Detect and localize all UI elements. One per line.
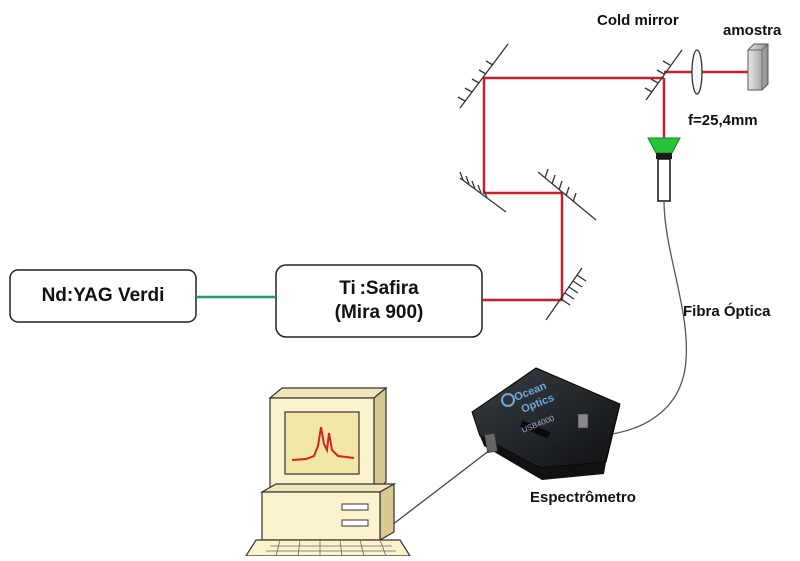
sample-label: amostra <box>723 22 782 39</box>
computer-icon <box>244 386 412 557</box>
spectrometer-icon: Ocean Optics USB4000 <box>471 367 621 480</box>
mirror-icon <box>459 171 507 213</box>
focal-length-label: f=25,4mm <box>688 112 758 129</box>
sample-cuvette-icon <box>747 43 769 91</box>
spectrometer-label: Espectrômetro <box>530 489 636 506</box>
pump-laser-label: Nd:YAG Verdi <box>10 270 196 322</box>
fiber-collimator-icon <box>647 137 681 202</box>
ti-sapphire-text: Ti :Safira <box>339 278 419 299</box>
usb-cable <box>391 449 491 526</box>
pump-laser-text: Nd:YAG Verdi <box>41 285 165 306</box>
cold-mirror-label: Cold mirror <box>597 12 679 29</box>
spectrum-trace <box>291 426 355 461</box>
mirror-icon <box>457 43 509 109</box>
lens-icon <box>691 49 703 95</box>
mira-model-text: (Mira 900) <box>334 302 424 323</box>
red-beam <box>482 76 664 302</box>
fiber-label: Fibra Óptica <box>683 303 771 320</box>
optical-fiber <box>595 200 688 437</box>
mirror-icon <box>537 168 597 221</box>
mirror-icon <box>545 267 587 321</box>
ti-sapphire-label: Ti :Safira (Mira 900) <box>276 265 482 337</box>
cold-mirror <box>644 49 683 101</box>
